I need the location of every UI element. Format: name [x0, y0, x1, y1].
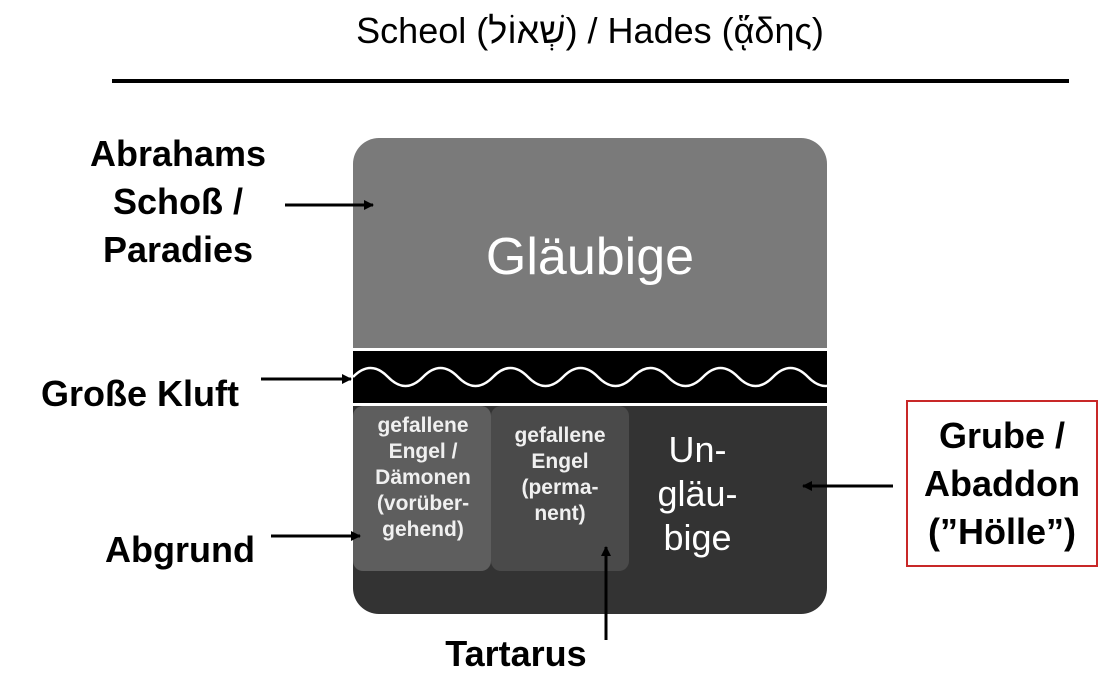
label-grosse-kluft: Große Kluft: [41, 373, 239, 414]
permanent-line: Engel: [531, 450, 589, 473]
gulf-wave: [352, 366, 844, 388]
label-grube: Grube / Abaddon (”Hölle”): [924, 412, 1080, 556]
grube-line: Abaddon: [924, 462, 1080, 504]
permanent-line: gefallene: [514, 424, 606, 447]
label-glaeubige: Gläubige: [485, 228, 695, 286]
label-abrahams-schoss: Abrahams Schoß / Paradies: [66, 130, 290, 274]
gulf-band: [353, 351, 827, 403]
label-grube-box: Grube / Abaddon (”Hölle”): [906, 400, 1098, 567]
permanent-line: (perma-: [521, 476, 599, 499]
daemonen-line: Dämonen: [375, 466, 471, 489]
daemonen-line: gefallene: [377, 414, 469, 437]
daemonen-line: (vorüber-: [376, 492, 470, 515]
permanent-line: nent): [534, 502, 586, 525]
unglaeubige-line: gläu-: [657, 473, 738, 514]
abrahams-line: Schoß /: [112, 181, 243, 222]
label-fallen-angels-permanent: gefallene Engel (perma- nent): [493, 423, 627, 527]
label-tartarus: Tartarus: [445, 633, 587, 674]
grube-line: (”Hölle”): [927, 510, 1076, 552]
compartment-abgrund: [353, 406, 491, 571]
unglaeubige-line: bige: [663, 517, 732, 558]
label-daemonen: gefallene Engel / Dämonen (vorüber- gehe…: [355, 413, 491, 543]
label-unglaeubige: Un- gläu- bige: [630, 428, 765, 560]
unglaeubige-line: Un-: [668, 429, 727, 470]
label-abgrund: Abgrund: [105, 529, 255, 570]
title-underline: [112, 79, 1069, 83]
grube-line: Grube /: [938, 414, 1065, 456]
abrahams-line: Abrahams: [89, 133, 267, 174]
daemonen-line: gehend): [382, 518, 464, 541]
upper-zone-glaeubige: [353, 138, 827, 348]
compartment-tartarus: [491, 406, 629, 571]
abrahams-line: Paradies: [102, 229, 254, 270]
diagram-title: Scheol (שְׁאוֹל) / Hades (ᾅδης): [356, 10, 824, 51]
daemonen-line: Engel /: [388, 440, 458, 463]
